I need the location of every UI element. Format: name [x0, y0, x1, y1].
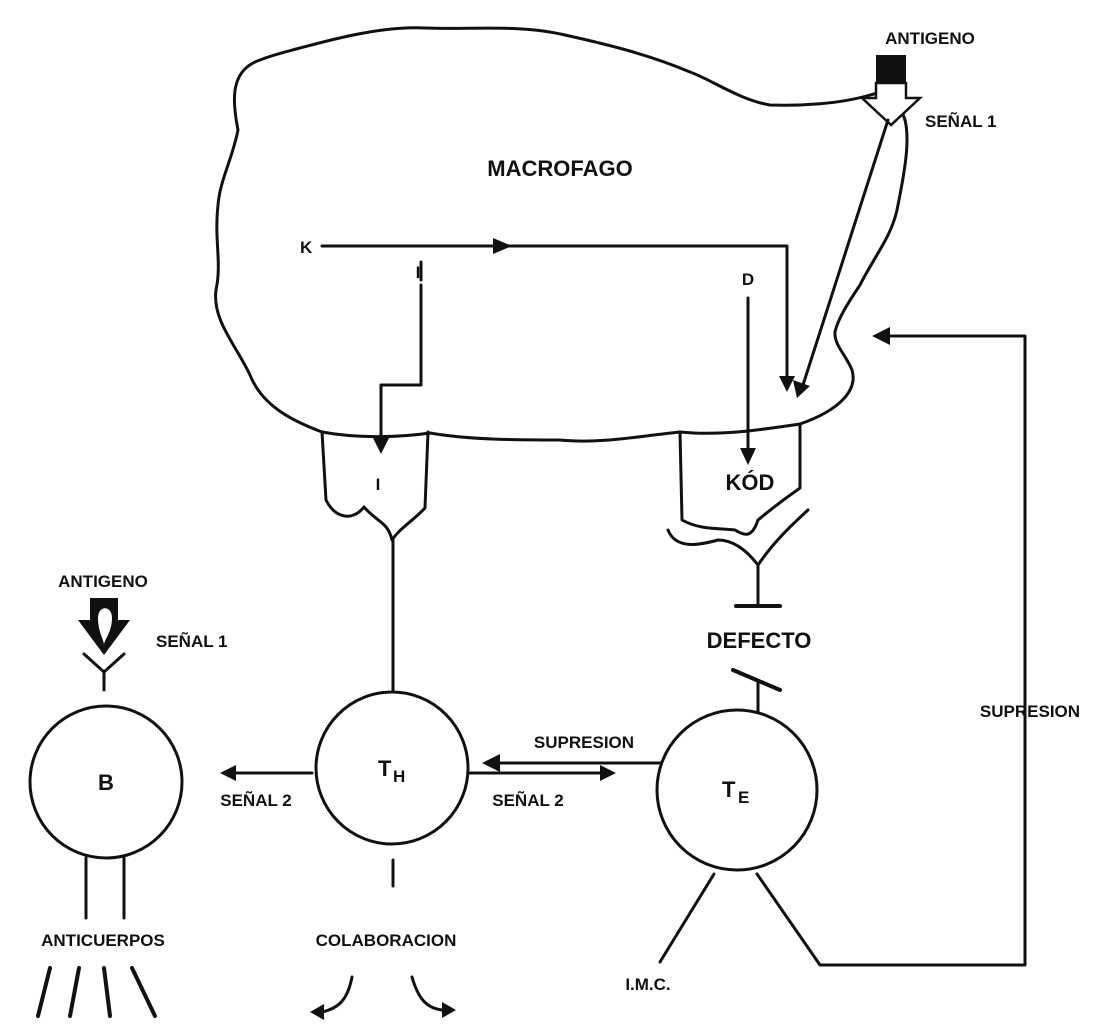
antibody-line-2: [70, 968, 79, 1016]
antibody-line-4: [132, 968, 155, 1016]
te-cell-label: T: [722, 777, 736, 802]
colaboracion-right-head: [442, 1002, 456, 1018]
supresion-right-label: SUPRESION: [980, 702, 1080, 721]
supresion-loop-head: [872, 327, 890, 345]
th-cell-sub: H: [393, 767, 405, 786]
te-receptor-cup: [668, 510, 808, 565]
te-cell-sub: E: [738, 788, 749, 807]
macrophage-outline: [216, 28, 907, 441]
d-arrowhead: [740, 448, 756, 465]
b-cell-label: B: [98, 770, 114, 795]
senal2-left-head: [220, 765, 236, 781]
antigen-internal-line: [803, 120, 888, 385]
antigen-internal-arrowhead: [793, 380, 810, 398]
k-end-arrowhead: [779, 376, 795, 392]
k-mid-arrowhead: [493, 238, 512, 254]
supresion-mid-head: [482, 754, 500, 772]
th-cell-label: T: [378, 756, 392, 781]
antigeno-top-label: ANTIGENO: [885, 29, 975, 48]
colaboracion-right-arrow: [412, 977, 442, 1010]
i-path: [381, 285, 421, 440]
colaboracion-left-head: [310, 1004, 324, 1020]
defecto-label: DEFECTO: [707, 628, 812, 653]
kod-label: KÓD: [726, 470, 775, 495]
senal2-right-label: SEÑAL 2: [492, 790, 564, 810]
i-arrowhead: [373, 438, 389, 454]
colaboracion-label: COLABORACION: [316, 931, 457, 950]
supresion-mid-label: SUPRESION: [534, 733, 634, 752]
antigen-top-block: [876, 55, 906, 85]
antibody-line-3: [104, 968, 110, 1016]
antibody-line-1: [38, 968, 50, 1016]
k-label: K: [300, 238, 313, 257]
b-receptor: [84, 654, 124, 672]
antigen-top-arrow: [862, 83, 920, 125]
anticuerpos-label: ANTICUERPOS: [41, 931, 165, 950]
senal2-right-head: [600, 765, 616, 781]
antigeno-left-label: ANTIGENO: [58, 572, 148, 591]
imc-label: I.M.C.: [625, 975, 670, 994]
te-cell: [657, 710, 817, 870]
imc-line: [660, 874, 714, 962]
macrofago-label: MACROFAGO: [487, 156, 632, 181]
senal2-left-label: SEÑAL 2: [220, 790, 292, 810]
k-path: [322, 246, 787, 380]
d-label: D: [742, 270, 754, 289]
i-receptor-label: I: [376, 475, 381, 494]
colaboracion-left-arrow: [322, 977, 352, 1012]
th-cell: [316, 692, 468, 844]
i-inner-label: I: [416, 263, 421, 282]
senal1-top-label: SEÑAL 1: [925, 111, 997, 131]
senal1-left-label: SEÑAL 1: [156, 631, 228, 651]
